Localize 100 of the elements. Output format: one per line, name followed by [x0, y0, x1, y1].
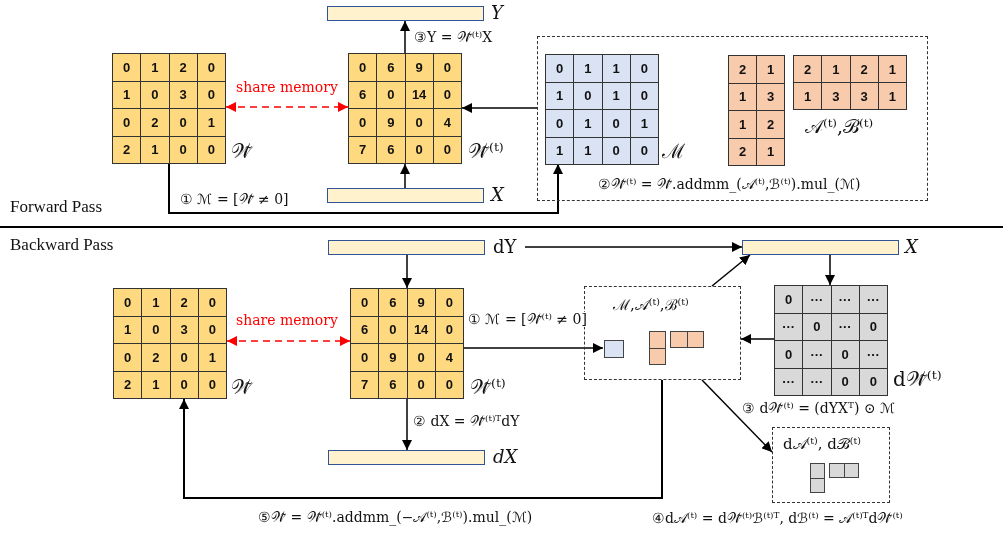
arrow — [740, 334, 775, 344]
section-title: Forward Pass — [10, 198, 103, 217]
matrix-cell: 1 — [142, 371, 170, 398]
arrow — [711, 254, 751, 287]
matrix-block — [810, 463, 825, 493]
matrix-cell: ··· — [831, 313, 859, 340]
matrix-cell: 9 — [405, 54, 433, 81]
matrix — [112, 53, 226, 164]
matrix-cell: 1 — [546, 82, 574, 109]
dashed-group-box — [584, 286, 741, 380]
matrix-cell: 0 — [197, 81, 225, 108]
matrix-cell: 0 — [859, 368, 887, 395]
matrix-label: Y — [491, 3, 503, 23]
matrix-cell: 0 — [630, 137, 658, 164]
matrix-cell: 0 — [831, 341, 859, 368]
edge-label: share memory — [236, 80, 338, 96]
matrix-cell: 3 — [822, 83, 850, 109]
matrix-cell: 0 — [170, 344, 198, 371]
matrix-cell: ··· — [775, 313, 803, 340]
matrix-cell: ··· — [775, 368, 803, 395]
matrix-cell: ··· — [803, 341, 831, 368]
formula-text: ④d𝒜⁽ᵗ⁾ = d𝒲̃⁽ᵗ⁾ℬ⁽ᵗ⁾ᵀ, dℬ⁽ᵗ⁾ = 𝒜⁽ᵗ⁾ᵀd𝒲̃⁽ᵗ⁾ — [652, 511, 903, 527]
matrix — [793, 55, 907, 110]
matrix-cell: 0 — [113, 54, 141, 81]
matrix-cell: 0 — [198, 371, 226, 398]
matrix-cell: 0 — [775, 341, 803, 368]
matrix-cell: 0 — [407, 344, 435, 371]
matrix-cell: 0 — [197, 54, 225, 81]
vector-bar — [742, 240, 899, 255]
matrix-cell: 0 — [602, 110, 630, 137]
arrow — [461, 103, 538, 113]
edge-label: share memory — [236, 313, 338, 329]
matrix-cell: 0 — [630, 82, 658, 109]
matrix-cell: 0 — [349, 109, 377, 136]
matrix-label: X — [491, 185, 504, 205]
matrix-cell: 1 — [757, 138, 784, 165]
matrix-cell: 1 — [197, 109, 225, 136]
dashed-group-box — [537, 36, 928, 201]
matrix-cell: 6 — [377, 136, 405, 163]
vector-bar — [327, 6, 484, 21]
matrix-cell: 0 — [546, 55, 574, 82]
formula-text: ③ d𝒲̃⁽ᵗ⁾ = (dYXᵀ) ⊙ ℳ — [742, 401, 895, 417]
matrix-cell: 2 — [141, 109, 169, 136]
matrix-cell: 2 — [850, 56, 878, 82]
matrix-block — [649, 331, 666, 365]
arrow — [701, 379, 773, 453]
matrix-cell: 0 — [169, 136, 197, 163]
matrix — [113, 288, 227, 399]
arrow — [524, 242, 743, 252]
matrix-cell: 2 — [142, 344, 170, 371]
matrix-cell: 0 — [351, 289, 379, 316]
matrix-cell: 9 — [407, 289, 435, 316]
matrix-cell: 0 — [433, 136, 461, 163]
matrix-cell: 1 — [878, 83, 906, 109]
matrix-cell: 7 — [351, 371, 379, 398]
matrix-cell: 0 — [141, 81, 169, 108]
matrix-cell: 0 — [197, 136, 225, 163]
matrix-cell: 4 — [435, 344, 463, 371]
matrix — [545, 54, 659, 165]
matrix-cell: 2 — [729, 138, 756, 165]
matrix-cell: 0 — [377, 81, 405, 108]
matrix-cell: 6 — [351, 316, 379, 343]
matrix-cell: 0 — [435, 289, 463, 316]
matrix-cell: 2 — [114, 371, 142, 398]
formula-text: ℳ,𝒜⁽ᵗ⁾,ℬ⁽ᵗ⁾ — [613, 297, 689, 314]
matrix-cell: 0 — [113, 109, 141, 136]
matrix-cell: 0 — [142, 316, 170, 343]
matrix-cell: 1 — [794, 83, 822, 109]
matrix-cell: 4 — [433, 109, 461, 136]
arrow — [402, 254, 412, 289]
arrow — [400, 20, 410, 54]
matrix-cell: 0 — [859, 313, 887, 340]
matrix-label: 𝒜⁽ᵗ⁾,ℬ⁽ᵗ⁾ — [805, 116, 874, 137]
double-arrow — [225, 102, 349, 112]
matrix-cell: 1 — [141, 54, 169, 81]
matrix-cell: ··· — [803, 368, 831, 395]
matrix-label: ℳ — [662, 140, 685, 162]
matrix-cell: 2 — [170, 289, 198, 316]
edge-label: ② dX = 𝒲̃⁽ᵗ⁾ᵀdY — [413, 414, 520, 430]
matrix-cell: 0 — [114, 289, 142, 316]
matrix-cell: 0 — [775, 286, 803, 313]
matrix-label: 𝒲̃ — [231, 140, 252, 162]
matrix-cell: 0 — [349, 54, 377, 81]
matrix-cell: 1 — [142, 289, 170, 316]
matrix-cell: 3 — [757, 83, 784, 110]
matrix-cell: 6 — [377, 54, 405, 81]
matrix-cell: 1 — [141, 136, 169, 163]
matrix-cell: 1 — [574, 55, 602, 82]
matrix-label: 𝒲̃⁽ᵗ⁾ — [470, 376, 506, 398]
matrix-cell: 1 — [878, 56, 906, 82]
matrix-label: 𝒲̃ — [231, 376, 252, 398]
matrix-cell: 1 — [729, 111, 756, 138]
matrix-cell: 1 — [602, 82, 630, 109]
matrix-cell: 0 — [198, 289, 226, 316]
matrix-block — [670, 331, 704, 348]
matrix-cell: 0 — [405, 109, 433, 136]
matrix-cell: 0 — [433, 54, 461, 81]
matrix-cell: 0 — [435, 316, 463, 343]
matrix-cell: ··· — [803, 286, 831, 313]
edge-label: ⑤𝒲̃ = 𝒲̃⁽ᵗ⁾.addmm_(−𝒜⁽ᵗ⁾,ℬ⁽ᵗ⁾).mul_(ℳ) — [258, 510, 533, 526]
